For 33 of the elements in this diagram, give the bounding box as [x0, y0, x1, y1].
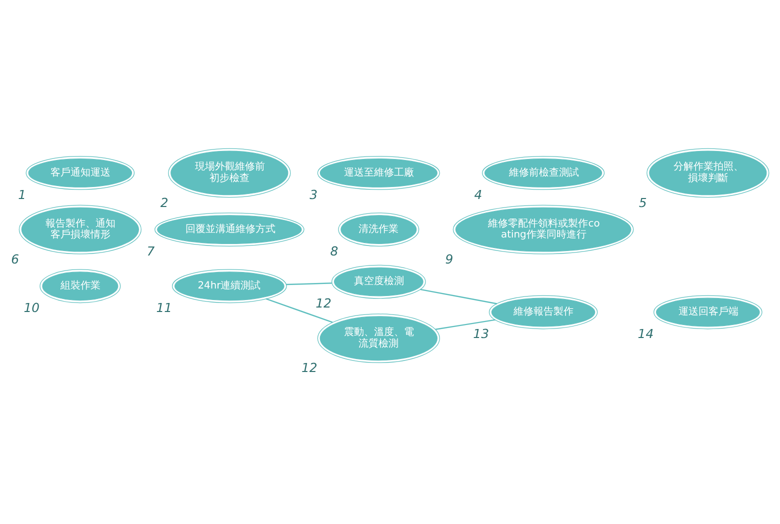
node-ellipse: 組裝作業: [40, 268, 121, 303]
node-label: 14: [638, 326, 654, 341]
node-ellipse: 運送至維修工廠: [317, 156, 440, 190]
node-label: 8: [330, 242, 338, 258]
node-label: 10: [24, 300, 40, 315]
node-label: 9: [445, 250, 454, 266]
node-label: 5: [638, 194, 647, 210]
node-ellipse: 維修報告製作: [488, 294, 598, 329]
node-ellipse: 回覆並溝通維修方式: [154, 212, 304, 246]
node-label: 3: [310, 186, 318, 202]
node-label: 1: [18, 186, 26, 202]
node-ellipse: 24hr連續測試: [172, 268, 287, 303]
connector: [266, 298, 333, 322]
node-ellipse: 分解作業拍照、損壞判斷: [646, 148, 770, 198]
node-ellipse: 清洗作業: [338, 212, 420, 246]
node-ellipse: 報告製作、通知客戶損壞情形: [18, 204, 142, 254]
node-label: 12: [316, 295, 332, 310]
node-label: 4: [474, 186, 482, 202]
connector: [435, 318, 496, 330]
node-ellipse: 運送回客戶端: [654, 294, 762, 329]
node-label: 2: [160, 194, 168, 210]
connector: [286, 282, 332, 285]
node-label: 7: [146, 242, 155, 258]
node-ellipse: 現場外觀維修前初步檢查: [168, 148, 291, 198]
node-ellipse: 維修零配件領料或製作coating作業同時進行: [452, 204, 634, 254]
node-label: 6: [11, 250, 20, 266]
connector: [420, 288, 498, 304]
node-ellipse: 維修前檢查測試: [482, 156, 605, 190]
node-ellipse: 震動、溫度、電流質檢測: [317, 313, 440, 363]
node-ellipse: 客戶通知運送: [26, 156, 135, 190]
node-label: 12: [302, 360, 318, 375]
node-label: 11: [156, 300, 172, 315]
node-label: 13: [473, 326, 489, 341]
